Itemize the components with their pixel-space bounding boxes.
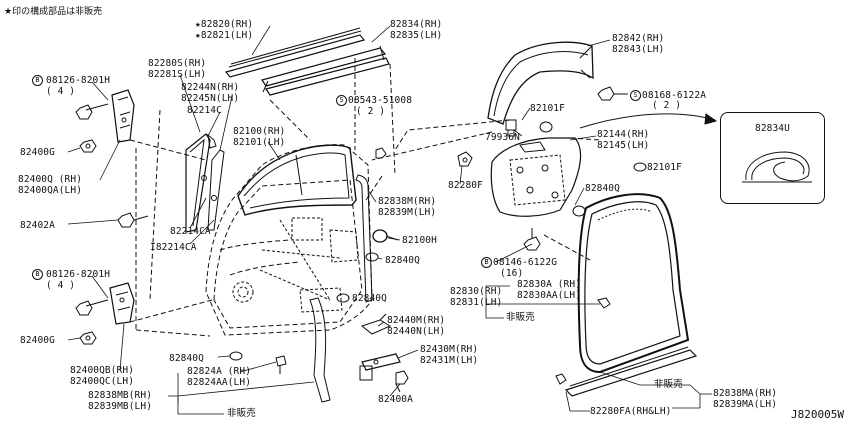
part-label-l08543[interactable]: 08543-51008 [348,95,413,106]
part-label-l82824a[interactable]: 82824A (RH) [187,366,252,377]
part-label-l82145[interactable]: 82145(LH) [597,140,650,151]
part-label-l82100h[interactable]: 82100H [402,235,437,246]
part-label-l82214c[interactable]: 82214C [187,105,222,116]
part-label-l82839m[interactable]: 82839M(LH) [378,207,437,218]
handle-82440m [360,313,392,335]
part-label-l82838ma[interactable]: 82838MA(RH) [713,388,778,399]
part-label-l82400q[interactable]: 82400Q (RH) [18,174,83,185]
window-run-strips [224,27,390,96]
part-label-l82100[interactable]: 82100(RH) [233,126,286,137]
part-label-l82820[interactable]: ★82820(RH) [195,19,254,30]
symbol-b2: B [481,257,492,268]
part-label-l82840q2[interactable]: 82840Q [385,255,420,266]
inset-seal-coil [742,151,812,183]
weatherstrip-82830 [577,193,690,374]
part-label-l82839ma[interactable]: 82839MA(LH) [713,399,778,410]
part-label-l82400qa[interactable]: 82400QA(LH) [18,185,83,196]
part-label-l82280f[interactable]: 82280F [448,180,483,191]
part-label-l82400g2[interactable]: 82400G [20,335,55,346]
symbol-b3: B [32,269,43,280]
sash-82280s [185,133,225,233]
clip-82280fa [555,297,611,385]
part-label-l82402a[interactable]: 82402A [20,220,55,231]
part-label-l08126b[interactable]: 08126-8201H [46,269,111,280]
part-label-l82840q1[interactable]: 82840Q [585,183,620,194]
part-label-l08543q[interactable]: ( 2 ) [356,106,386,117]
part-label-l82830aa[interactable]: 82830AA(LH) [517,290,582,301]
part-label-l82440m[interactable]: 82440M(RH) [387,315,446,326]
part-label-l82400qc[interactable]: 82400QC(LH) [70,376,135,387]
part-label-l08146[interactable]: 08146-6122G [493,257,558,268]
part-label-l08168[interactable]: 08168-6122A [642,90,707,101]
part-label-l82831[interactable]: 82831(LH) [450,297,503,308]
part-label-l82245n[interactable]: 82245N(LH) [181,93,240,104]
part-label-l82431m[interactable]: 82431M(LH) [420,355,479,366]
symbol-s1: S [336,95,347,106]
bolts [75,86,628,393]
part-label-l82280s[interactable]: 82280S(RH) [148,58,207,69]
inset-label[interactable]: 82834U [755,123,790,134]
window-frame-82100 [237,144,357,216]
clip-82824a [275,355,287,374]
part-label-l82838m[interactable]: 82838M(RH) [378,196,437,207]
part-label-l82101[interactable]: 82101(LH) [233,137,286,148]
part-label-lns3[interactable]: 非販売 [654,379,683,390]
clip-82280f [457,151,473,167]
arrow-to-inset [579,113,718,129]
sash-frame-82842 [487,41,594,125]
part-label-l82214ca2[interactable]: I82214CA [150,242,197,253]
hinge-upper [111,89,135,143]
part-label-l82430m[interactable]: 82430M(RH) [420,344,479,355]
door-outline [205,144,373,336]
part-label-l08126aq[interactable]: ( 4 ) [46,86,76,97]
part-label-l82101f[interactable]: 82101F [530,103,565,114]
check-link-82430m [359,353,401,381]
part-label-l82281s[interactable]: 82281S(LH) [148,69,207,80]
channel-82838m [355,174,373,303]
part-label-l82834[interactable]: 82834(RH) [390,19,443,30]
part-label-l82214ca[interactable]: 82214CA [170,226,211,237]
part-label-l82824aa[interactable]: 82824AA(LH) [187,377,252,388]
part-label-lns1[interactable]: 非販売 [506,312,535,323]
part-label-l82821[interactable]: ★82821(LH) [195,30,254,41]
part-label-l82843[interactable]: 82843(LH) [612,44,665,55]
part-label-l82280fa[interactable]: 82280FA(RH&LH) [590,406,672,417]
part-label-l82839mb[interactable]: 82839MB(LH) [88,401,153,412]
door-internals [232,217,359,313]
leader-lines [67,25,647,397]
sill-strip-82838ma [564,346,698,397]
part-label-l08168q[interactable]: ( 2 ) [652,100,682,111]
symbol-s2: S [630,90,641,101]
part-label-l79936n[interactable]: 79936N [485,132,520,143]
part-label-l82400g[interactable]: 82400G [20,147,55,158]
part-label-l82101f2[interactable]: 82101F [647,162,682,173]
part-label-l82830a[interactable]: 82830A (RH) [517,279,582,290]
part-label-l82842[interactable]: 82842(RH) [612,33,665,44]
hinge-lower [109,282,135,325]
bracket-leaders [168,285,712,415]
part-label-l82840q4[interactable]: 82840Q [169,353,204,364]
part-label-l82400qb[interactable]: 82400QB(RH) [70,365,135,376]
non-sale-note: ★印の構成部品は非販売 [4,7,103,17]
part-label-l82830[interactable]: 82830(RH) [450,286,503,297]
channel-82838mb [309,297,331,403]
leader-lines-dashed [129,58,601,337]
part-label-l82835[interactable]: 82835(LH) [390,30,443,41]
clip-79936n [505,119,517,137]
symbol-b1: B [32,75,43,86]
lining-board-82144 [490,137,582,217]
part-label-l82440n[interactable]: 82440N(LH) [387,326,446,337]
diagram-code: J820005W [791,408,844,421]
part-label-l08126a[interactable]: 08126-8201H [46,75,111,86]
part-label-lns2[interactable]: 非販売 [227,408,256,419]
inset-box [720,112,825,204]
part-label-l82838mb[interactable]: 82838MB(RH) [88,390,153,401]
part-label-l82244n[interactable]: 82244N(RH) [181,82,240,93]
part-label-l08146q[interactable]: (16) [500,268,524,279]
part-label-l08126bq[interactable]: ( 4 ) [46,280,76,291]
part-label-l82400a[interactable]: 82400A [378,394,413,405]
part-label-l82144[interactable]: 82144(RH) [597,129,650,140]
part-label-l82840q3[interactable]: 82840Q [352,293,387,304]
